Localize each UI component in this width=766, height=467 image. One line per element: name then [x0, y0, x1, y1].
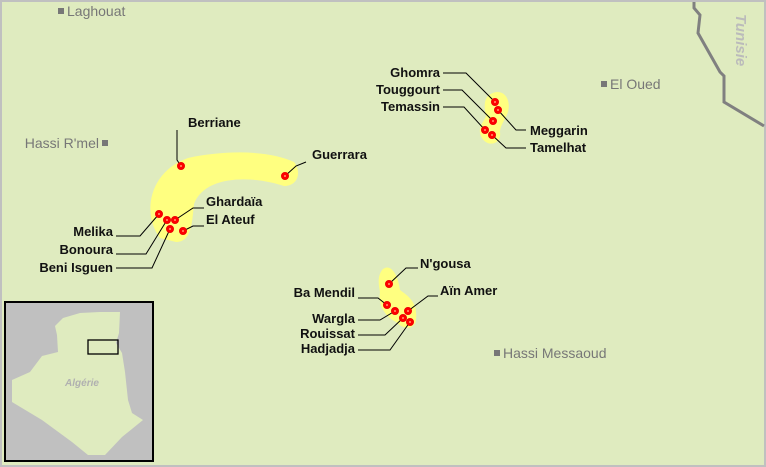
city-marker-el-oued — [601, 81, 607, 87]
city-label-hassi-messaoud: Hassi Messaoud — [503, 345, 607, 361]
site-dot-guerrara[interactable] — [281, 172, 289, 180]
site-dot-meggarin[interactable] — [494, 106, 502, 114]
city-marker-laghouat — [58, 8, 64, 14]
site-label-hadjadja: Hadjadja — [301, 341, 356, 356]
country-label-tunisia: Tunisie — [732, 14, 749, 66]
inset-map: Algérie — [4, 301, 154, 462]
site-label-beni-isguen: Beni Isguen — [39, 260, 113, 275]
site-label-guerrara: Guerrara — [312, 147, 368, 162]
site-dot-ngousa[interactable] — [385, 280, 393, 288]
site-dot-ba-mendil[interactable] — [383, 301, 391, 309]
site-dot-temassin[interactable] — [481, 126, 489, 134]
city-label-laghouat: Laghouat — [67, 3, 126, 19]
inset-extent-box — [87, 339, 119, 355]
site-dot-ghomra[interactable] — [491, 98, 499, 106]
inset-algeria-shape — [12, 312, 143, 455]
site-dot-touggourt[interactable] — [489, 117, 497, 125]
site-label-ghardaia: Ghardaïa — [206, 194, 263, 209]
site-markers — [155, 98, 502, 326]
site-dot-bonoura[interactable] — [163, 216, 171, 224]
site-label-touggourt: Touggourt — [376, 82, 441, 97]
site-dot-el-ateuf[interactable] — [179, 227, 187, 235]
site-dot-hadjadja[interactable] — [406, 318, 414, 326]
city-marker-hassi-messaoud — [494, 350, 500, 356]
site-label-ain-amer: Aïn Amer — [440, 283, 497, 298]
site-dot-ghardaia[interactable] — [171, 216, 179, 224]
site-label-el-ateuf: El Ateuf — [206, 212, 255, 227]
site-dot-wargla[interactable] — [391, 307, 399, 315]
site-dot-beni-isguen[interactable] — [166, 225, 174, 233]
site-label-melika: Melika — [73, 224, 114, 239]
site-label-ba-mendil: Ba Mendil — [294, 285, 355, 300]
city-label-el-oued: El Oued — [610, 76, 661, 92]
site-label-temassin: Temassin — [381, 99, 440, 114]
site-dot-tamelhat[interactable] — [488, 131, 496, 139]
city-marker-hassi-rmel — [102, 140, 108, 146]
region-mzab — [150, 152, 299, 242]
inset-label-algeria: Algérie — [64, 378, 99, 389]
site-dot-berriane[interactable] — [177, 162, 185, 170]
site-dot-rouissat[interactable] — [399, 314, 407, 322]
site-label-rouissat: Rouissat — [300, 326, 356, 341]
site-label-bonoura: Bonoura — [60, 242, 114, 257]
tunisia-border — [692, 2, 765, 128]
site-dot-ain-amer[interactable] — [404, 307, 412, 315]
site-label-tamelhat: Tamelhat — [530, 140, 587, 155]
site-label-berriane: Berriane — [188, 115, 241, 130]
city-label-hassi-rmel: Hassi R'mel — [25, 135, 99, 151]
site-label-meggarin: Meggarin — [530, 123, 588, 138]
site-label-wargla: Wargla — [312, 311, 356, 326]
site-dot-melika[interactable] — [155, 210, 163, 218]
site-label-ngousa: N'gousa — [420, 256, 472, 271]
site-label-ghomra: Ghomra — [390, 65, 441, 80]
